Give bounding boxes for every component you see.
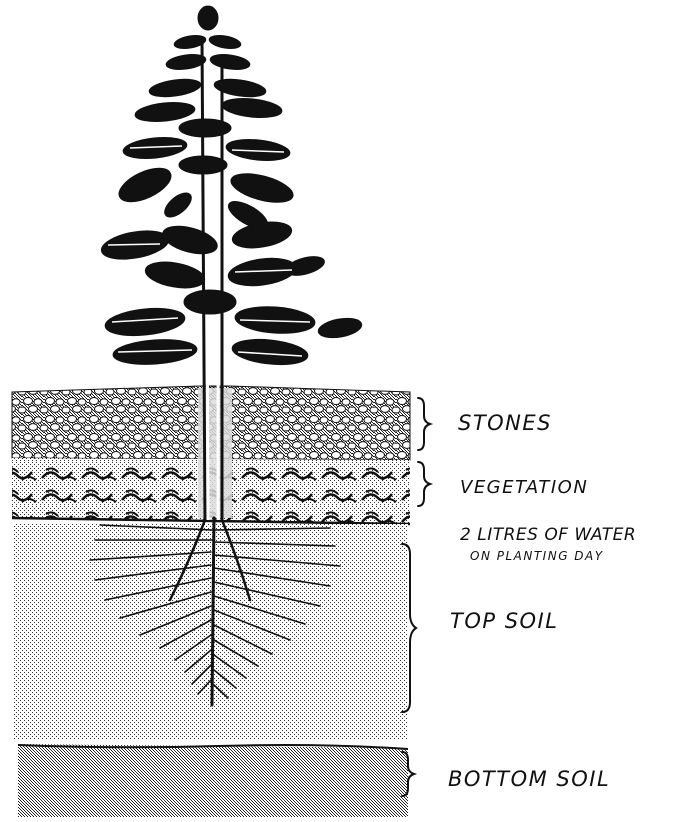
leaves: [99, 6, 363, 368]
label-vegetation: VEGETATION: [460, 477, 588, 498]
layer-labels: STONES VEGETATION 2 LITRES OF WATER ON P…: [448, 411, 636, 791]
label-top-soil: TOP SOIL: [450, 609, 558, 633]
label-stones: STONES: [458, 411, 552, 435]
brace-vegetation: [418, 462, 430, 506]
brace-stones: [418, 398, 430, 450]
label-water-line1: 2 LITRES OF WATER: [460, 525, 636, 545]
bottom-soil-layer: [18, 744, 408, 817]
label-water-line2: ON PLANTING DAY: [470, 549, 604, 563]
label-bottom-soil: BOTTOM SOIL: [448, 767, 610, 791]
top-soil-layer: [14, 524, 408, 740]
